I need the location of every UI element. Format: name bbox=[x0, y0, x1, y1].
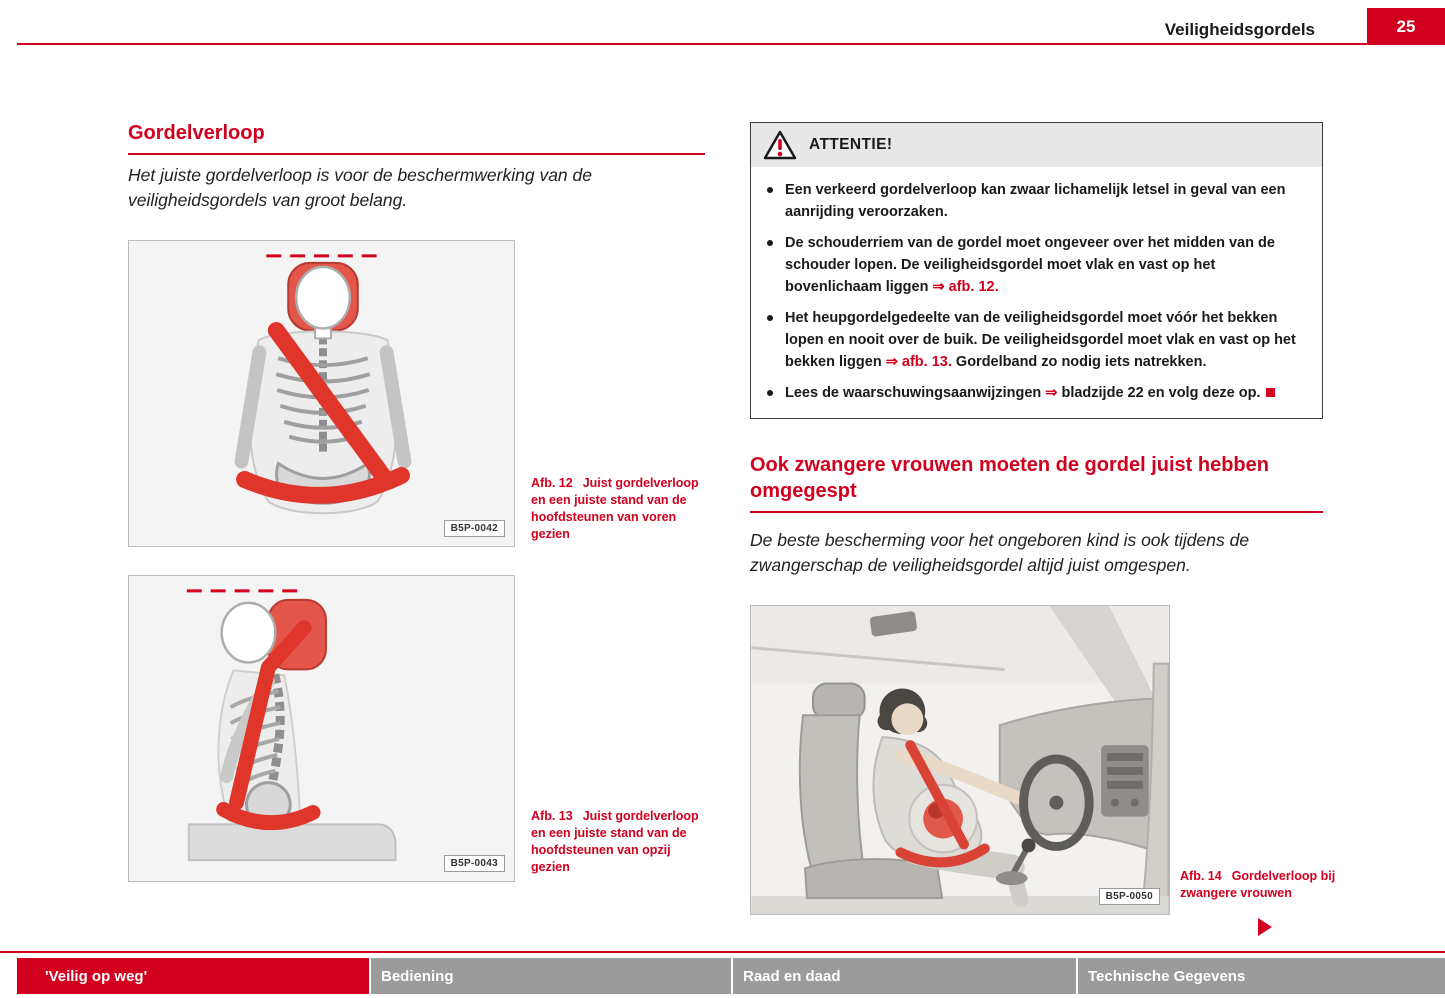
warning-text-segment: Gordelband zo nodig iets natrekken. bbox=[951, 354, 1207, 370]
figure-13-box: B5P-0043 bbox=[128, 575, 515, 882]
warning-item: Het heupgordelgedeelte van de veiligheid… bbox=[763, 307, 1306, 373]
intro-paragraph-right: De beste bescherming voor het ongeboren … bbox=[750, 530, 1250, 575]
warning-text-segment: Een verkeerd gordelverloop kan zwaar lic… bbox=[785, 182, 1286, 220]
figure-12-box: B5P-0042 bbox=[128, 240, 515, 547]
fig14-caption-text: Gordelverloop bij zwangere vrouwen bbox=[1180, 869, 1336, 900]
fig14-code-label: B5P-0050 bbox=[1098, 888, 1160, 905]
warning-text-segment: Lees de waarschuwingsaanwijzingen bbox=[785, 385, 1046, 401]
warning-item-text: Het heupgordelgedeelte van de veiligheid… bbox=[785, 307, 1306, 373]
warning-item: De schouderriem van de gordel moet ongev… bbox=[763, 232, 1306, 298]
fig14-pregnant-driver-illustration bbox=[751, 606, 1169, 914]
fig12-skeleton-front-illustration bbox=[234, 254, 412, 515]
page-reference-link[interactable]: ⇒ bbox=[1045, 385, 1058, 401]
bullet-icon bbox=[767, 187, 773, 193]
warning-text-segment: bladzijde 22 en volg deze op. bbox=[1057, 385, 1261, 401]
figure-14-box: B5P-0050 bbox=[750, 605, 1170, 915]
warning-text-segment: De schouderriem van de gordel moet ongev… bbox=[785, 235, 1275, 295]
bullet-icon bbox=[767, 240, 773, 246]
warning-item-text: De schouderriem van de gordel moet ongev… bbox=[785, 232, 1306, 298]
warning-title: ATTENTIE! bbox=[809, 136, 893, 153]
fig13-caption-text: Juist gordelverloop en een juiste stand … bbox=[531, 809, 699, 874]
section-heading-zwangere-vrouwen: Ook zwangere vrouwen moeten de gordel ju… bbox=[750, 452, 1323, 513]
figure-reference-link[interactable]: ⇒ afb. 12. bbox=[932, 279, 999, 295]
footer-tab-technische-gegevens: Technische Gegevens bbox=[1078, 958, 1445, 994]
section-end-marker bbox=[1266, 388, 1276, 397]
fig13-skeleton-side-illustration bbox=[186, 589, 397, 862]
intro-paragraph-left: Het juiste gordelverloop is voor de besc… bbox=[128, 165, 592, 210]
fig12-caption-label: Afb. 12 bbox=[531, 476, 573, 490]
page-header-title: Veiligheidsgordels bbox=[1164, 20, 1315, 39]
warning-header-band: ATTENTIE! bbox=[751, 123, 1322, 167]
bullet-icon bbox=[767, 315, 773, 321]
figure-reference-link[interactable]: ⇒ afb. 13. bbox=[885, 354, 952, 370]
attention-warning-box: ATTENTIE! Een verkeerd gordelverloop kan… bbox=[750, 122, 1323, 419]
page-number-badge: 25 bbox=[1367, 8, 1445, 45]
warning-body: Een verkeerd gordelverloop kan zwaar lic… bbox=[751, 167, 1322, 418]
warning-item: Lees de waarschuwingsaanwijzingen ⇒ blad… bbox=[763, 382, 1306, 404]
footer-tab-bediening: Bediening bbox=[371, 958, 731, 994]
warning-text-segment: Het heupgordelgedeelte van de veiligheid… bbox=[785, 310, 1296, 370]
fig13-caption-label: Afb. 13 bbox=[531, 809, 573, 823]
section-heading-gordelverloop: Gordelverloop bbox=[128, 120, 705, 155]
warning-item-text: Een verkeerd gordelverloop kan zwaar lic… bbox=[785, 179, 1306, 223]
footer-rule bbox=[0, 951, 1445, 953]
warning-item-text: Lees de waarschuwingsaanwijzingen ⇒ blad… bbox=[785, 382, 1276, 404]
warning-item: Een verkeerd gordelverloop kan zwaar lic… bbox=[763, 179, 1306, 223]
fig12-code-label: B5P-0042 bbox=[443, 520, 505, 537]
footer-tab-veilig-op-weg: 'Veilig op weg' bbox=[17, 958, 369, 994]
warning-triangle-icon bbox=[763, 130, 797, 160]
fig14-caption-label: Afb. 14 bbox=[1180, 869, 1222, 883]
header-rule bbox=[17, 43, 1445, 45]
bullet-icon bbox=[767, 390, 773, 396]
fig12-caption-text: Juist gordelverloop en een juiste stand … bbox=[531, 476, 699, 541]
footer-tab-raad-en-daad: Raad en daad bbox=[733, 958, 1076, 994]
fig13-code-label: B5P-0043 bbox=[443, 855, 505, 872]
next-page-arrow-icon bbox=[1258, 918, 1272, 936]
